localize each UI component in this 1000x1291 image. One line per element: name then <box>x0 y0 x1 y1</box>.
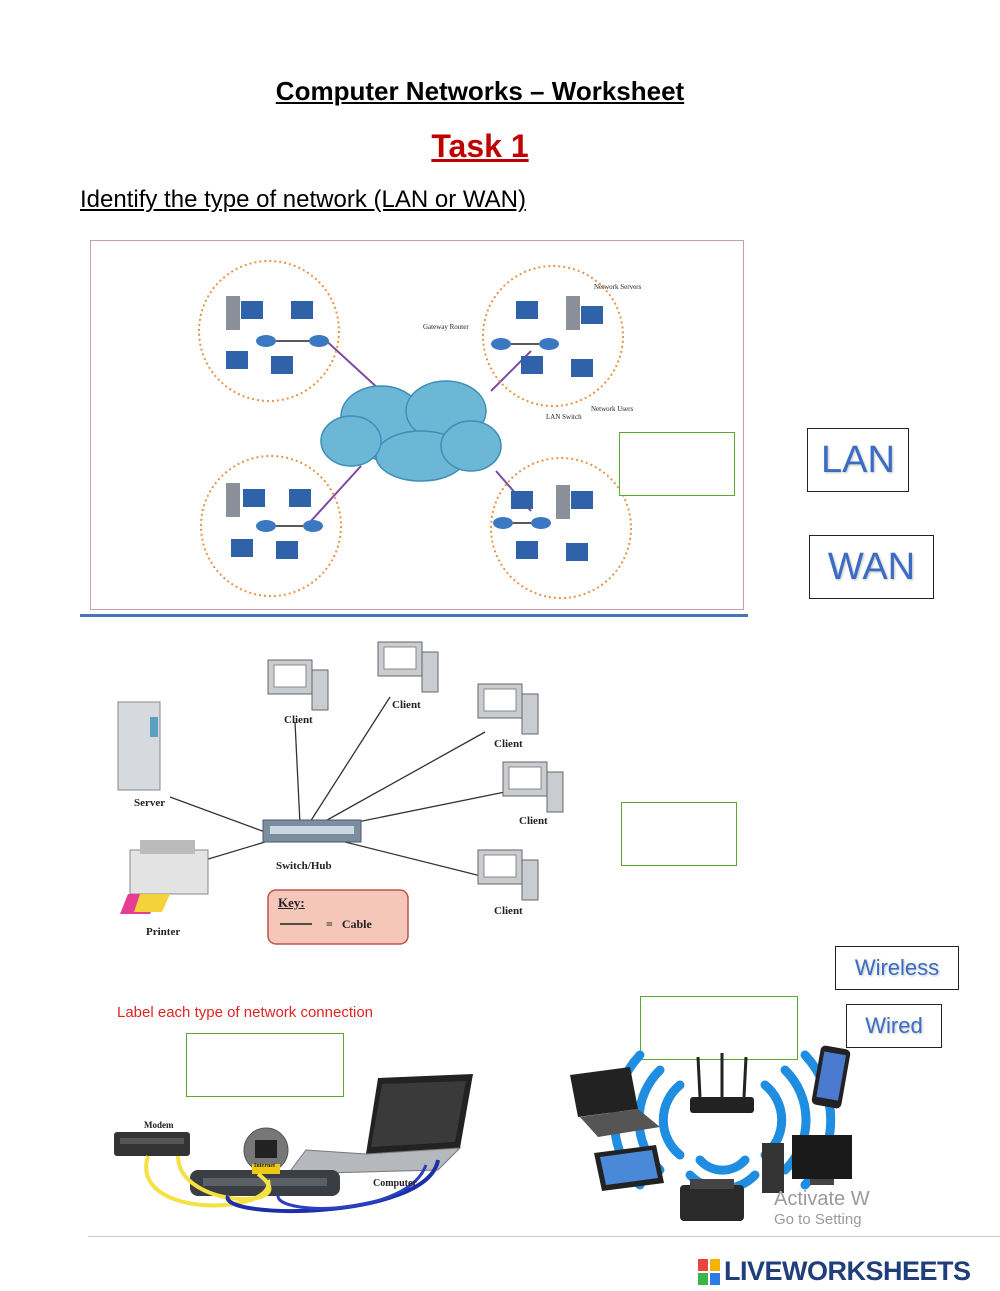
wireless-diagram: Activate W Go to Setting <box>560 1045 880 1230</box>
watermark-line2: Go to Setting <box>774 1211 862 1228</box>
network-servers-label: Network Servers <box>594 283 642 291</box>
task-heading: Task 1 <box>431 128 529 164</box>
answer-box-wired[interactable] <box>186 1033 344 1097</box>
client-label-2: Client <box>392 699 421 711</box>
key-title: Key: <box>278 895 305 910</box>
word-lan[interactable]: LAN <box>807 428 909 492</box>
word-wan[interactable]: WAN <box>809 535 934 599</box>
wired-diagram-graphic <box>114 1074 473 1213</box>
word-wan-label: WAN <box>827 545 916 588</box>
internet-label: Internet <box>254 1163 275 1169</box>
wireless-diagram-graphic <box>570 1045 852 1221</box>
wired-diagram: Modem Internet Computer <box>108 1070 478 1220</box>
brand-icon <box>698 1258 720 1285</box>
footer-rule <box>88 1236 1000 1237</box>
computer-label: Computer <box>373 1178 417 1189</box>
key-text: = Cable <box>326 917 372 931</box>
watermark-line1: Activate W <box>774 1188 870 1210</box>
answer-box-wireless[interactable] <box>640 996 798 1060</box>
server-label: Server <box>134 797 166 809</box>
switch-label: Switch/Hub <box>276 860 332 872</box>
word-lan-label: LAN <box>821 438 895 481</box>
client-label-3: Client <box>494 738 523 750</box>
lan-switch-label: LAN Switch <box>546 413 582 421</box>
client-label-5: Client <box>494 905 523 917</box>
brand-logo: LIVEWORKSHEETS <box>698 1256 971 1287</box>
word-wired-label: Wired <box>865 1013 923 1038</box>
brand-name: LIVEWORKSHEETS <box>724 1256 971 1286</box>
word-wired[interactable]: Wired <box>846 1004 942 1048</box>
answer-box-lan-diagram[interactable] <box>621 802 737 866</box>
word-wireless[interactable]: Wireless <box>835 946 959 990</box>
gateway-router-label: Gateway Router <box>423 323 469 331</box>
section-divider <box>80 614 748 617</box>
client-label-1: Client <box>284 714 313 726</box>
word-wireless-label: Wireless <box>854 955 940 980</box>
lan-diagram-graphic <box>117 641 564 945</box>
connection-instruction: Label each type of network connection <box>117 1004 374 1021</box>
client-label-4: Client <box>519 815 548 827</box>
os-watermark: Activate W Go to Setting <box>774 1188 870 1228</box>
lan-diagram: Server Printer Switch/Hub Client Client … <box>100 632 580 952</box>
modem-label: Modem <box>144 1120 174 1130</box>
task-instruction: Identify the type of network (LAN or WAN… <box>80 186 526 213</box>
answer-box-wan-diagram[interactable] <box>619 432 735 496</box>
network-users-label: Network Users <box>591 405 633 413</box>
worksheet-title: Computer Networks – Worksheet <box>275 76 685 106</box>
wan-diagram-graphic: Gateway Router Network Servers LAN Switc… <box>198 260 642 599</box>
printer-label: Printer <box>146 926 181 938</box>
wan-diagram: Gateway Router Network Servers LAN Switc… <box>90 240 744 610</box>
